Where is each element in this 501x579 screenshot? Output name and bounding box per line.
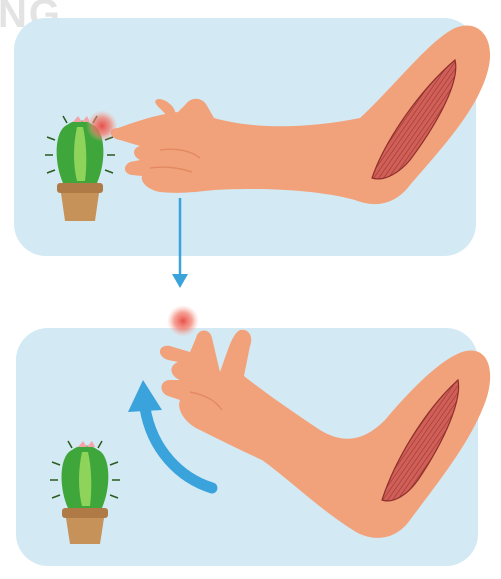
bottom-panel [16,305,490,566]
pain-spot-icon [86,110,118,142]
top-panel [14,18,490,256]
pain-spot-icon [167,305,199,337]
